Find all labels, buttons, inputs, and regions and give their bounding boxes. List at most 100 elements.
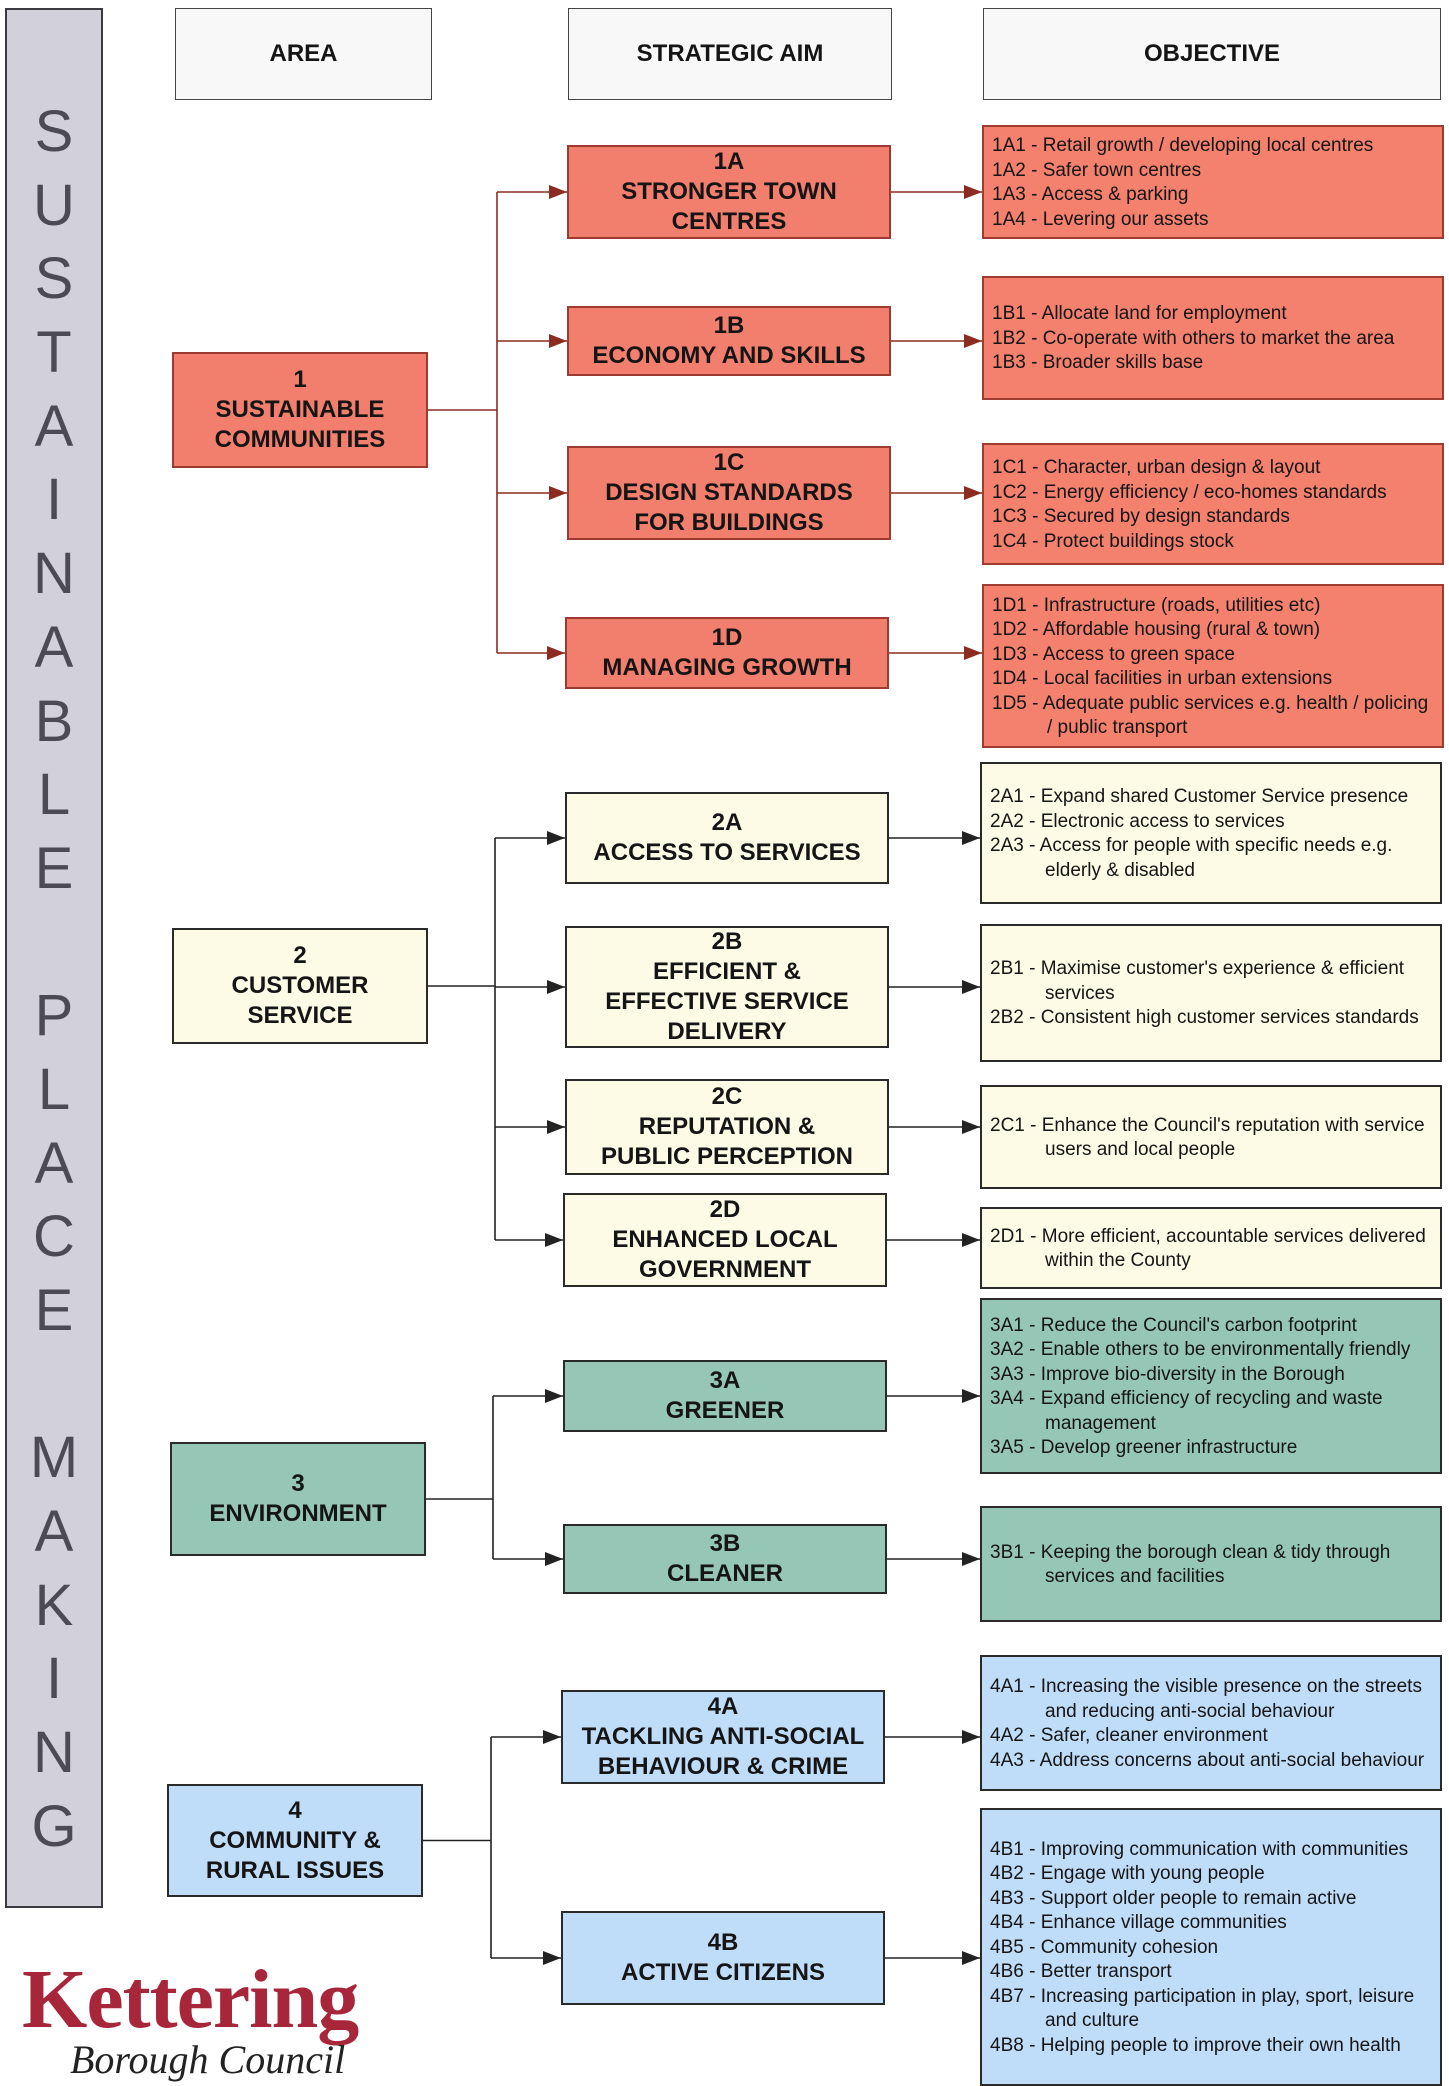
arrow-head — [964, 334, 982, 348]
sidebar-letter: E — [34, 835, 74, 901]
sidebar-letter: I — [45, 1646, 63, 1712]
objective-item: 1D2 - Affordable housing (rural & town) — [992, 619, 1321, 640]
objective-item: 1D4 - Local facilities in urban extensio… — [992, 668, 1333, 689]
objective-item: 4B8 - Helping people to improve their ow… — [990, 2034, 1401, 2056]
objective-item: 2D1 - More efficient, accountable servic… — [990, 1225, 1426, 1272]
objective-item: 1C3 - Secured by design standards — [992, 506, 1290, 527]
aim-label: GOVERNMENT — [638, 1256, 811, 1283]
area-label: SUSTAINABLE — [215, 396, 385, 423]
arrow-head — [545, 1389, 563, 1403]
arrow-head — [964, 486, 982, 500]
aim-code: 1A — [713, 148, 745, 175]
aim-code: 2B — [711, 928, 743, 955]
arrow-head — [549, 334, 567, 348]
aim-label: REPUTATION & — [638, 1113, 816, 1140]
arrow-head — [543, 1951, 561, 1965]
objective-item: 1D3 - Access to green space — [992, 643, 1235, 665]
sidebar-letter: G — [31, 1793, 77, 1859]
arrow-head — [549, 486, 567, 500]
arrow-head — [962, 1389, 980, 1403]
aim-box-2a: 2A ACCESS TO SERVICES — [565, 792, 889, 884]
objective-item: 1A2 - Safer town centres — [992, 159, 1202, 181]
objective-box-3a: 3A1 - Reduce the Council's carbon footpr… — [980, 1298, 1442, 1474]
sidebar-letter: C — [33, 1204, 75, 1270]
objective-item: 3A4 - Expand efficiency of recycling and… — [990, 1388, 1383, 1434]
aim-code: 1C — [713, 449, 745, 476]
arrow-head — [545, 1552, 563, 1566]
objective-item: 2A2 - Electronic access to services — [990, 810, 1285, 832]
aim-code: 2C — [711, 1083, 743, 1110]
objective-item: 2B1 - Maximise customer's experience & e… — [990, 958, 1405, 1004]
sidebar-letter: B — [34, 688, 74, 754]
logo-sub-text: Borough Council — [70, 2037, 346, 2082]
objective-item: 1A3 - Access & parking — [992, 184, 1189, 205]
arrow-head — [962, 1233, 980, 1247]
objective-item: 4A1 - Increasing the visible presence on… — [990, 1676, 1422, 1722]
arrow-head — [547, 1120, 565, 1134]
sidebar-letter: K — [34, 1572, 74, 1638]
objective-box-4a: 4A1 - Increasing the visible presence on… — [980, 1655, 1442, 1791]
objective-box-2c: 2C1 - Enhance the Council's reputation w… — [980, 1085, 1442, 1189]
objective-box-2b: 2B1 - Maximise customer's experience & e… — [980, 924, 1442, 1062]
area-label: CUSTOMER — [231, 972, 369, 999]
sidebar-letter: L — [37, 1056, 71, 1122]
aim-label: ENHANCED LOCAL — [612, 1226, 838, 1253]
objective-item: 4B6 - Better transport — [990, 1961, 1172, 1983]
objective-item: 2A1 - Expand shared Customer Service pre… — [990, 786, 1409, 807]
objective-item: 3A3 - Improve bio-diversity in the Borou… — [990, 1363, 1345, 1385]
aim-label: DELIVERY — [667, 1018, 787, 1045]
arrow-head — [962, 1120, 980, 1134]
objective-box-4b: 4B1 - Improving communication with commu… — [980, 1808, 1442, 2086]
header-area: AREA — [175, 8, 432, 100]
logo-main-text: Kettering — [22, 1953, 359, 2046]
objective-item: 1D5 - Adequate public services e.g. heal… — [992, 692, 1429, 739]
aim-code: 2A — [711, 809, 743, 836]
aim-label: GREENER — [665, 1397, 785, 1424]
arrow-head — [547, 980, 565, 994]
sidebar-letter: A — [34, 1499, 74, 1565]
objective-item: 4A3 - Address concerns about anti-social… — [990, 1749, 1425, 1771]
objective-item: 4B4 - Enhance village communities — [990, 1912, 1287, 1934]
area-label: COMMUNITIES — [214, 426, 386, 453]
header-objective: OBJECTIVE — [983, 8, 1441, 100]
objective-item: 4A2 - Safer, cleaner environment — [990, 1725, 1268, 1746]
objective-item: 1C2 - Energy efficiency / eco-homes stan… — [992, 481, 1387, 503]
objective-item: 3A2 - Enable others to be environmentall… — [990, 1339, 1411, 1360]
aim-label: DESIGN STANDARDS — [605, 479, 853, 506]
aim-code: 3A — [709, 1367, 741, 1394]
area-number: 3 — [291, 1470, 305, 1497]
objective-item: 4B3 - Support older people to remain act… — [990, 1887, 1357, 1909]
aim-box-3a: 3A GREENER — [563, 1360, 887, 1432]
objective-item: 1A4 - Levering our assets — [992, 208, 1209, 230]
objective-item: 2C1 - Enhance the Council's reputation w… — [990, 1114, 1425, 1161]
arrow-head — [962, 1951, 980, 1965]
objective-box-3b: 3B1 - Keeping the borough clean & tidy t… — [980, 1506, 1442, 1622]
objective-item: 2A3 - Access for people with specific ne… — [990, 835, 1393, 881]
area-label: COMMUNITY & — [209, 1826, 381, 1854]
sidebar-letter: E — [34, 1278, 74, 1343]
aim-code: 1B — [713, 312, 745, 339]
aim-label: TACKLING ANTI-SOCIAL — [581, 1723, 865, 1750]
sidebar-letter: P — [34, 983, 74, 1049]
area-label: SERVICE — [247, 1002, 353, 1029]
arrow-head — [547, 646, 565, 660]
objective-box-2d: 2D1 - More efficient, accountable servic… — [980, 1207, 1442, 1289]
sidebar-letter: A — [34, 1130, 74, 1196]
arrow-head — [964, 185, 982, 199]
arrow-head — [962, 1730, 980, 1744]
arrow-head — [962, 1552, 980, 1566]
aim-label: MANAGING GROWTH — [602, 654, 852, 681]
aim-label: ACCESS TO SERVICES — [593, 839, 861, 866]
aim-label: CLEANER — [666, 1560, 783, 1587]
